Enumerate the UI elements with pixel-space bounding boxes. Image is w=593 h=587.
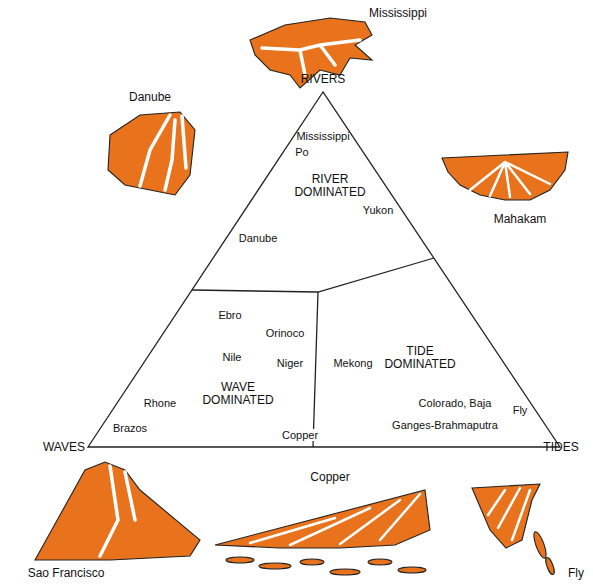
delta-region: WAVE DOMINATED EbroOrinocoNileNigerRhoneB…	[85, 255, 320, 450]
delta-caption: Copper	[310, 471, 349, 484]
delta-caption: Fly	[568, 567, 584, 580]
delta-caption: Mississippi	[369, 7, 427, 20]
delta-name: Yukon	[363, 204, 394, 216]
end-member-label: TIDES	[543, 441, 578, 454]
delta-name: Rhone	[144, 397, 176, 409]
delta-name: Ganges-Brahmaputra	[392, 419, 498, 431]
delta-caption: Sao Francisco	[28, 567, 105, 580]
region-heading: RIVER DOMINATED	[294, 173, 365, 199]
delta-name: Brazos	[113, 422, 147, 434]
delta-name: Po	[295, 146, 308, 158]
delta-name: Mississippi	[296, 130, 349, 142]
delta-caption: Danube	[129, 91, 171, 104]
ternary-triangle	[88, 92, 560, 447]
delta-name: Danube	[239, 232, 278, 244]
delta-name: Nile	[223, 351, 242, 363]
delta-name: Ebro	[218, 309, 241, 321]
delta-shapes	[35, 18, 568, 575]
region-heading: TIDE DOMINATED	[384, 345, 455, 371]
delta-region: TIDE DOMINATED MekongColorado, BajaGanges…	[310, 250, 565, 450]
delta-name: Niger	[277, 357, 303, 369]
delta-name: Mekong	[333, 357, 372, 369]
distributary-channels	[100, 40, 550, 556]
delta-caption: Mahakam	[494, 213, 547, 226]
end-member-label: RIVERS	[301, 73, 346, 86]
end-member-label: WAVES	[43, 441, 85, 454]
delta-region: RIVER DOMINATED MississippiPoDanube Yukon	[180, 90, 470, 300]
delta-name: Fly	[513, 404, 528, 416]
delta-name: Orinoco	[266, 327, 305, 339]
delta-name: Copper	[281, 429, 319, 441]
delta-name: Colorado, Baja	[419, 397, 492, 409]
region-heading: WAVE DOMINATED	[202, 381, 273, 407]
